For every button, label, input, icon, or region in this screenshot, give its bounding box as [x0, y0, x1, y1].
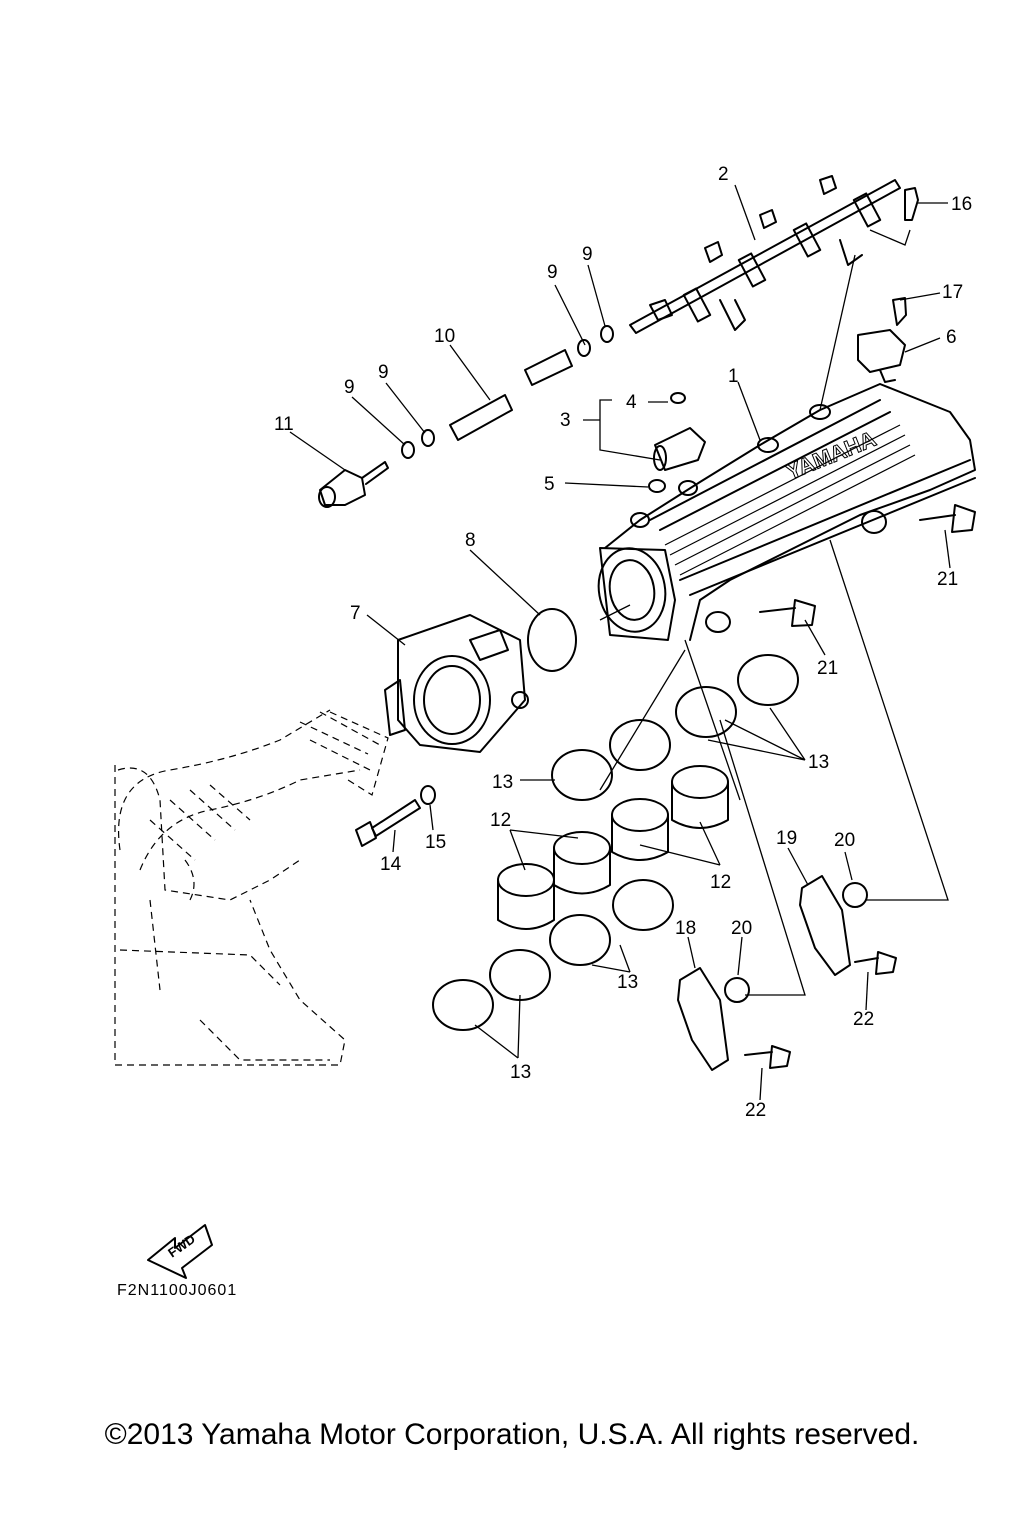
- intake-boots: [497, 765, 729, 930]
- pressure-sensor: [857, 329, 906, 383]
- copyright-notice: ©2013 Yamaha Motor Corporation, U.S.A. A…: [104, 1418, 920, 1451]
- hose-clamps: [432, 654, 799, 1031]
- callout-5: 5: [544, 474, 555, 495]
- callout-9c: 9: [344, 377, 355, 398]
- callout-15: 15: [425, 832, 446, 853]
- fuel-injector: [648, 392, 706, 493]
- callout-20b: 20: [731, 918, 752, 939]
- leader-lines: [289, 184, 951, 1101]
- callout-2: 2: [718, 164, 729, 185]
- callout-7: 7: [350, 603, 361, 624]
- callout-1: 1: [728, 366, 739, 387]
- callout-4: 4: [626, 392, 637, 413]
- callout-13b: 13: [808, 752, 829, 773]
- callout-labels: 1 2 3 4 5 6 7 8 9 9 9 9 10 11 12 12 13 1…: [274, 164, 972, 1121]
- callout-12a: 12: [490, 810, 511, 831]
- throttle-body: [384, 614, 529, 753]
- callout-21a: 21: [937, 569, 958, 590]
- injector-seal: [648, 479, 666, 493]
- callout-20a: 20: [834, 830, 855, 851]
- callout-11: 11: [274, 414, 294, 435]
- drawing-code: F2N1100J0601: [117, 1282, 238, 1299]
- callout-9d: 9: [378, 362, 389, 383]
- callout-21b: 21: [817, 658, 838, 679]
- callout-14: 14: [380, 854, 402, 875]
- callout-12b: 12: [710, 872, 731, 893]
- callout-13a: 13: [492, 772, 513, 793]
- callout-9a: 9: [547, 262, 558, 283]
- fuel-hose: [449, 394, 513, 441]
- callout-9b: 9: [582, 244, 593, 265]
- callout-10: 10: [434, 326, 455, 347]
- fasteners: [744, 187, 976, 1069]
- callout-22b: 22: [745, 1100, 766, 1121]
- fwd-label: FWD: [165, 1231, 198, 1260]
- fuel-rail: [629, 175, 901, 334]
- callout-19: 19: [776, 828, 797, 849]
- callout-18: 18: [675, 918, 696, 939]
- o-ring: [670, 392, 686, 404]
- intake-manifold: YAMAHA: [597, 383, 976, 641]
- callout-8: 8: [465, 530, 476, 551]
- fwd-arrow-icon: FWD: [147, 1224, 213, 1279]
- callout-3: 3: [560, 410, 571, 431]
- callout-22a: 22: [853, 1009, 874, 1030]
- callout-13d: 13: [510, 1062, 531, 1083]
- throttle-o-ring: [527, 608, 577, 672]
- bolt-and-washer: [355, 785, 436, 847]
- brackets: [677, 875, 868, 1071]
- callout-16: 16: [951, 194, 972, 215]
- callout-17: 17: [942, 282, 963, 303]
- callout-13c: 13: [617, 972, 638, 993]
- callout-6: 6: [946, 327, 957, 348]
- engine-block-outline: [114, 765, 346, 1066]
- intake-duct-outline: [118, 709, 389, 901]
